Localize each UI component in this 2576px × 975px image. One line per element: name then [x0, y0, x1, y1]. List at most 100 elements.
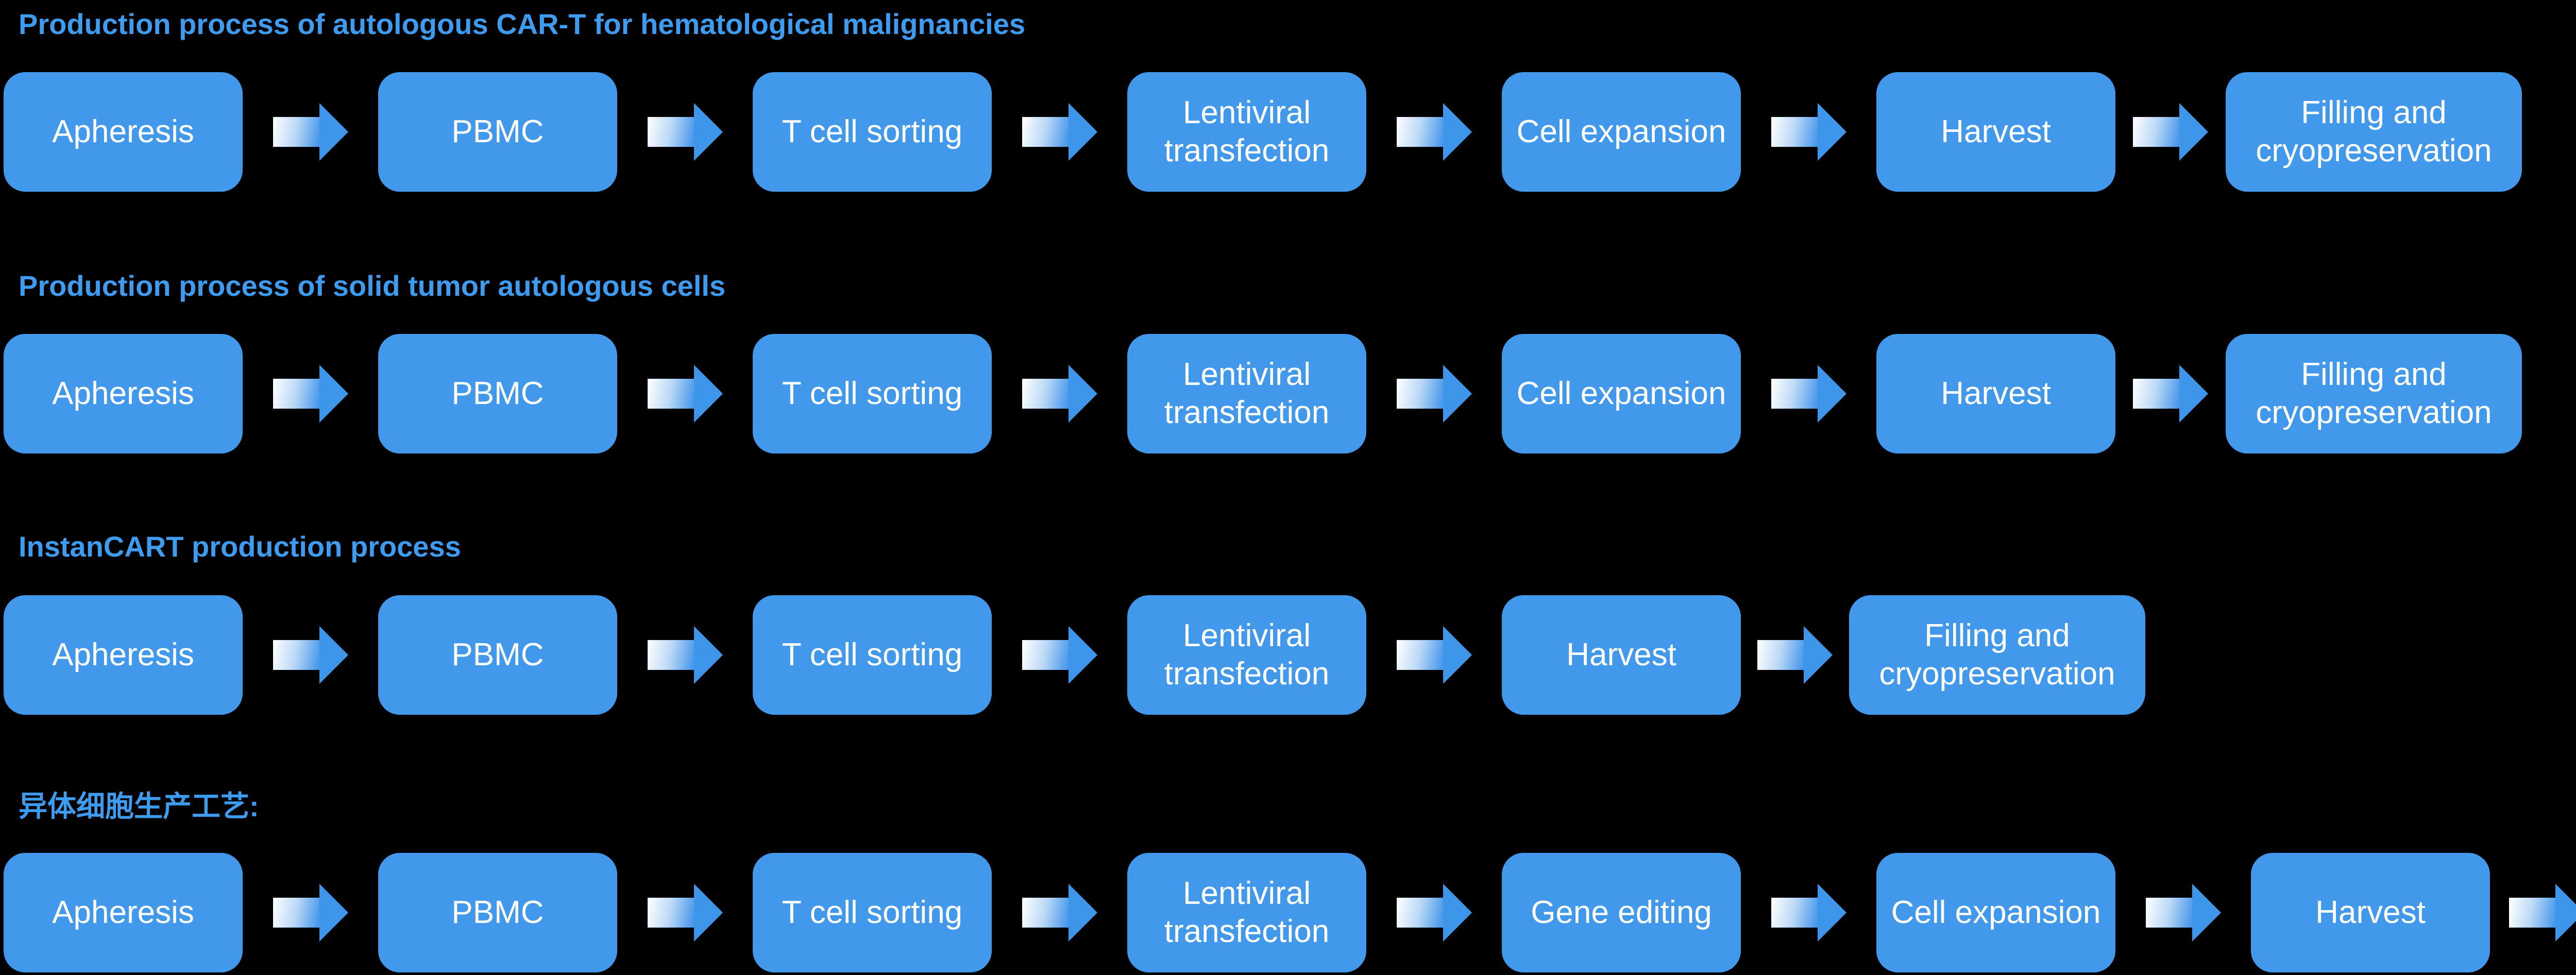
arrow-head	[693, 103, 723, 161]
flow-arrow-icon	[273, 103, 348, 161]
arrow-head	[2179, 103, 2208, 161]
flow-step-box: Harvest	[1876, 72, 2115, 192]
flow-arrow-icon	[1757, 626, 1833, 684]
flow-step-box: Filling and cryopreservation	[1849, 595, 2145, 715]
flow-arrow-icon	[1022, 365, 1097, 423]
arrow-tail	[647, 379, 694, 409]
arrow-head	[1817, 365, 1846, 423]
arrow-tail	[2145, 898, 2192, 928]
flow-arrow-icon	[1022, 103, 1097, 161]
arrow-head	[1443, 365, 1472, 423]
flow-arrow-icon	[1771, 884, 1846, 942]
arrow-tail	[2509, 898, 2555, 928]
section-title: 异体细胞生产工艺:	[19, 790, 259, 822]
flow-step-box: Apheresis	[4, 595, 243, 715]
arrow-tail	[1022, 640, 1069, 670]
flow-step-box: Cell expansion	[1876, 853, 2115, 972]
arrow-head	[1068, 103, 1097, 161]
flow-step-box: Harvest	[1502, 595, 1741, 715]
flow-arrow-icon	[273, 884, 348, 942]
arrow-tail	[1022, 117, 1069, 147]
arrow-tail	[1022, 379, 1069, 409]
arrow-tail	[647, 898, 694, 928]
flow-step-box: Harvest	[1876, 334, 2115, 453]
arrow-tail	[1771, 117, 1818, 147]
arrow-head	[2192, 884, 2221, 942]
flow-arrow-icon	[2133, 103, 2208, 161]
arrow-head	[319, 103, 348, 161]
arrow-head	[1817, 884, 1846, 942]
flow-arrow-icon	[1396, 626, 1472, 684]
flow-step-box: PBMC	[378, 72, 617, 192]
arrow-head	[319, 365, 348, 423]
flow-step-box: T cell sorting	[753, 72, 992, 192]
flow-arrow-icon	[2133, 365, 2208, 423]
flow-step-box: T cell sorting	[753, 334, 992, 453]
arrow-tail	[273, 117, 319, 147]
arrow-tail	[1396, 640, 1443, 670]
arrow-head	[1068, 365, 1097, 423]
section-title: Production process of autologous CAR-T f…	[19, 8, 1025, 40]
arrow-tail	[2133, 379, 2179, 409]
flow-step-box: T cell sorting	[753, 595, 992, 715]
section-title: InstanCART production process	[19, 530, 461, 563]
flow-step-box: Harvest	[2251, 853, 2490, 972]
arrow-tail	[1771, 379, 1818, 409]
arrow-head	[1068, 626, 1097, 684]
arrow-head	[1068, 884, 1097, 942]
flow-arrow-icon	[1396, 884, 1472, 942]
flow-arrow-icon	[273, 365, 348, 423]
flow-step-box: Apheresis	[4, 72, 243, 192]
flow-step-box: Filling and cryopreservation	[2226, 334, 2522, 453]
arrow-tail	[1771, 898, 1818, 928]
arrow-tail	[2133, 117, 2179, 147]
flow-arrow-icon	[647, 626, 723, 684]
arrow-head	[693, 626, 723, 684]
arrow-head	[693, 365, 723, 423]
arrow-tail	[1022, 898, 1069, 928]
flow-step-box: PBMC	[378, 595, 617, 715]
arrow-head	[2555, 884, 2576, 942]
arrow-tail	[647, 117, 694, 147]
section-title: Production process of solid tumor autolo…	[19, 270, 726, 302]
flow-step-box: Filling and cryopreservation	[2226, 72, 2522, 192]
arrow-tail	[273, 379, 319, 409]
flow-step-box: Lentiviral transfection	[1127, 595, 1366, 715]
flow-arrow-icon	[2509, 884, 2576, 942]
arrow-head	[2179, 365, 2208, 423]
flow-step-box: Apheresis	[4, 853, 243, 972]
arrow-tail	[273, 640, 319, 670]
flow-step-box: Cell expansion	[1502, 72, 1741, 192]
flow-step-box: Cell expansion	[1502, 334, 1741, 453]
flow-arrow-icon	[647, 365, 723, 423]
arrow-tail	[1396, 117, 1443, 147]
arrow-head	[1804, 626, 1833, 684]
flow-step-box: Gene editing	[1502, 853, 1741, 972]
arrow-head	[1817, 103, 1846, 161]
flow-arrow-icon	[1396, 365, 1472, 423]
arrow-tail	[1757, 640, 1804, 670]
arrow-tail	[647, 640, 694, 670]
flow-step-box: Lentiviral transfection	[1127, 72, 1366, 192]
arrow-tail	[1396, 898, 1443, 928]
flow-step-box: Apheresis	[4, 334, 243, 453]
flow-step-box: Lentiviral transfection	[1127, 853, 1366, 972]
arrow-head	[1443, 103, 1472, 161]
flow-arrow-icon	[1771, 103, 1846, 161]
flow-step-box: Lentiviral transfection	[1127, 334, 1366, 453]
flow-arrow-icon	[273, 626, 348, 684]
flow-arrow-icon	[647, 103, 723, 161]
flow-arrow-icon	[1022, 884, 1097, 942]
flow-step-box: PBMC	[378, 334, 617, 453]
arrow-head	[1443, 884, 1472, 942]
flow-arrow-icon	[1771, 365, 1846, 423]
arrow-tail	[1396, 379, 1443, 409]
flow-step-box: PBMC	[378, 853, 617, 972]
arrow-head	[319, 884, 348, 942]
arrow-head	[1443, 626, 1472, 684]
flow-arrow-icon	[2145, 884, 2221, 942]
arrow-head	[693, 884, 723, 942]
arrow-head	[319, 626, 348, 684]
flow-step-box: T cell sorting	[753, 853, 992, 972]
